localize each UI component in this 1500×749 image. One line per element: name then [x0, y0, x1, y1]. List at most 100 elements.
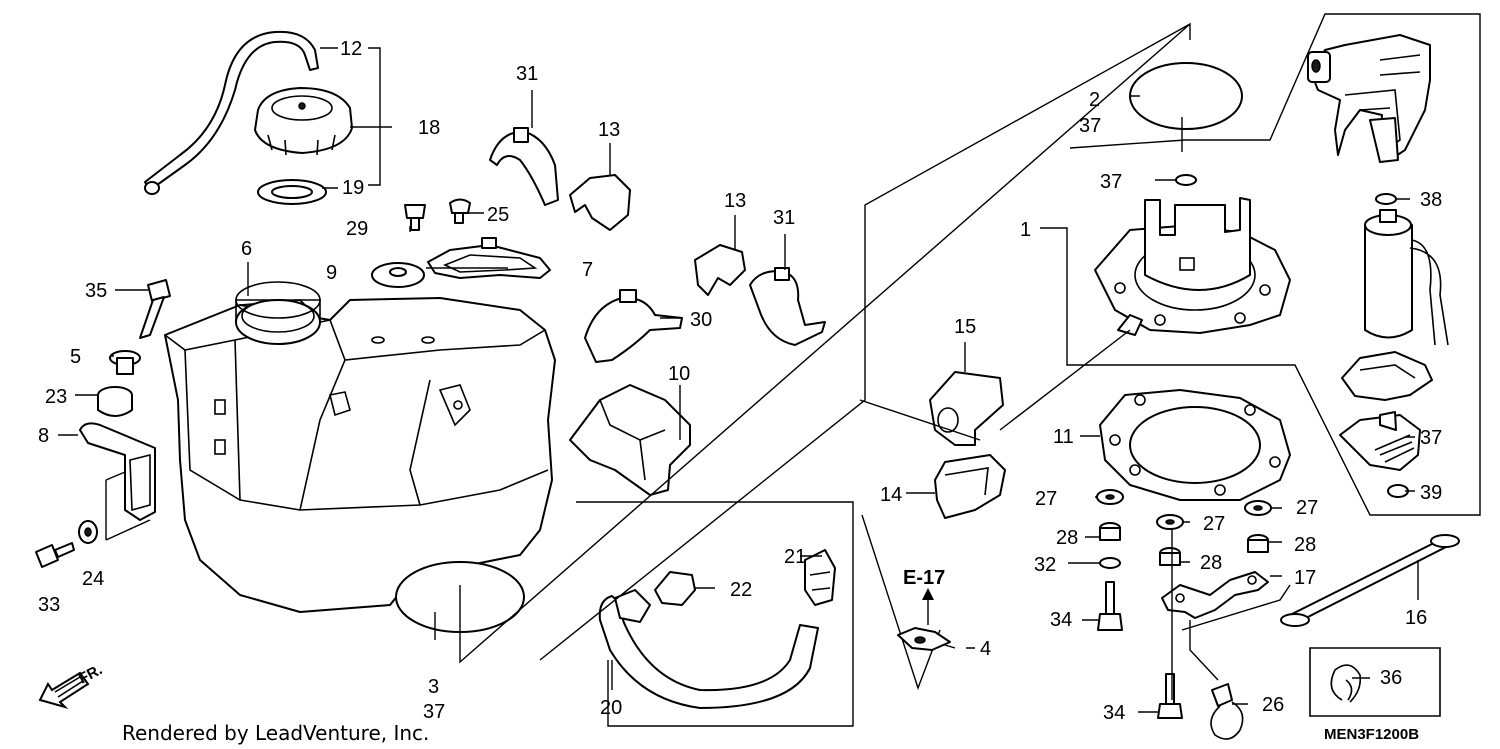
- callout-28-right: 28: [1294, 534, 1316, 556]
- callout-39: 39: [1420, 482, 1442, 504]
- band-clamp-left[interactable]: [584, 289, 683, 363]
- band-clamp-right[interactable]: [749, 267, 826, 346]
- o-ring-small-upper[interactable]: [1175, 174, 1197, 186]
- callout-37-small: 37: [1100, 171, 1122, 193]
- callout-23: 23: [45, 386, 67, 408]
- callout-15: 15: [954, 316, 976, 338]
- pump-filter-holder[interactable]: [1341, 351, 1433, 401]
- callout-37-pump-ring: 37: [1079, 115, 1101, 137]
- callout-3: 3: [428, 676, 439, 698]
- callout-16: 16: [1405, 607, 1427, 629]
- fuel-pump-base[interactable]: [1094, 197, 1291, 336]
- callout-31-upper: 31: [516, 63, 538, 85]
- cushion-washer[interactable]: [371, 262, 425, 288]
- fuel-tank[interactable]: [164, 281, 556, 613]
- callout-20: 20: [600, 697, 622, 719]
- callout-34-lower: 34: [1103, 702, 1125, 724]
- tank-bracket[interactable]: [79, 422, 156, 521]
- breather-tube[interactable]: [144, 30, 319, 191]
- reference-label: E-17: [903, 567, 945, 589]
- callout-34-upper: 34: [1050, 609, 1072, 631]
- callout-33: 33: [38, 594, 60, 616]
- screw[interactable]: [404, 204, 426, 231]
- callout-9: 9: [326, 262, 337, 284]
- bolt[interactable]: [139, 279, 171, 339]
- front-direction-arrow: FR.: [38, 661, 105, 709]
- callout-13-upper: 13: [598, 119, 620, 141]
- callout-19: 19: [342, 177, 364, 199]
- callout-6: 6: [241, 238, 252, 260]
- hose-clamp-small[interactable]: [1330, 664, 1362, 703]
- callout-30: 30: [690, 309, 712, 331]
- band-clamp-upper[interactable]: [489, 127, 559, 206]
- fuel-strainer[interactable]: [1339, 411, 1421, 471]
- callout-10: 10: [668, 363, 690, 385]
- hose-clip[interactable]: [654, 571, 696, 606]
- callout-14: 14: [880, 484, 902, 506]
- fuel-pump-housing[interactable]: [1307, 34, 1431, 163]
- callout-12: 12: [340, 38, 362, 60]
- fuel-feed-hose[interactable]: [598, 589, 819, 709]
- callout-7: 7: [582, 259, 593, 281]
- collar-left[interactable]: [1099, 522, 1121, 541]
- callout-8: 8: [38, 425, 49, 447]
- collar-lower[interactable]: [78, 520, 98, 544]
- pump-stay[interactable]: [1161, 571, 1269, 619]
- callout-36: 36: [1380, 667, 1402, 689]
- fuel-cap[interactable]: [254, 87, 353, 156]
- callout-24: 24: [82, 568, 104, 590]
- callout-35: 35: [85, 280, 107, 302]
- flange-bolt-pump-lower[interactable]: [1157, 673, 1183, 719]
- flange-bolt-lower[interactable]: [35, 542, 75, 568]
- pump-o-ring[interactable]: [1129, 62, 1243, 130]
- washer-small[interactable]: [1099, 557, 1121, 569]
- callout-31-right: 31: [773, 207, 795, 229]
- callout-27-right: 27: [1296, 497, 1318, 519]
- callout-4: 4: [980, 638, 991, 660]
- footer-credit: Rendered by LeadVenture, Inc.: [122, 721, 429, 745]
- callout-1: 1: [1020, 219, 1031, 241]
- pump-gasket[interactable]: [1099, 389, 1291, 501]
- collar-middle[interactable]: [1159, 547, 1181, 566]
- callout-17: 17: [1294, 567, 1316, 589]
- callout-27-left: 27: [1035, 488, 1057, 510]
- callout-28-middle: 28: [1200, 552, 1222, 574]
- leader-lines: [58, 13, 1481, 727]
- fuel-pump-retainer-cable[interactable]: [1280, 534, 1460, 627]
- clamp-holder-upper[interactable]: [569, 174, 631, 231]
- callout-22: 22: [730, 579, 752, 601]
- hose-joint[interactable]: [804, 549, 836, 606]
- callout-32: 32: [1034, 554, 1056, 576]
- callout-21: 21: [784, 546, 806, 568]
- callout-13-middle: 13: [724, 190, 746, 212]
- hose-clip-holder[interactable]: [934, 454, 1006, 519]
- setting-plate[interactable]: [427, 237, 551, 279]
- callout-37-strainer: 37: [1420, 427, 1442, 449]
- wing-nut[interactable]: [897, 627, 951, 651]
- callout-26: 26: [1262, 694, 1284, 716]
- flange-bolt-pump[interactable]: [1097, 581, 1123, 631]
- callout-25: 25: [487, 204, 509, 226]
- callout-38: 38: [1420, 189, 1442, 211]
- clamp-holder-middle[interactable]: [694, 244, 746, 296]
- harness-holder[interactable]: [929, 371, 1004, 446]
- grommet[interactable]: [97, 386, 133, 417]
- fuel-pump-motor[interactable]: [1364, 209, 1449, 346]
- callout-5: 5: [70, 346, 81, 368]
- callout-37-tank: 37: [423, 701, 445, 723]
- o-ring-small-pump[interactable]: [1375, 193, 1397, 205]
- reference-arrow: [922, 588, 934, 625]
- cover-holder[interactable]: [569, 384, 691, 496]
- clip[interactable]: [1210, 683, 1244, 740]
- collar[interactable]: [109, 350, 141, 375]
- callout-11: 11: [1053, 426, 1074, 448]
- collar-right[interactable]: [1247, 534, 1269, 553]
- callout-29: 29: [346, 218, 368, 240]
- flange-bolt[interactable]: [449, 198, 471, 224]
- diagram-code: MEN3F1200B: [1324, 726, 1419, 743]
- cap-gasket[interactable]: [257, 179, 327, 205]
- callout-28-left: 28: [1056, 527, 1078, 549]
- callout-27-middle: 27: [1203, 513, 1225, 535]
- callout-18: 18: [418, 117, 440, 139]
